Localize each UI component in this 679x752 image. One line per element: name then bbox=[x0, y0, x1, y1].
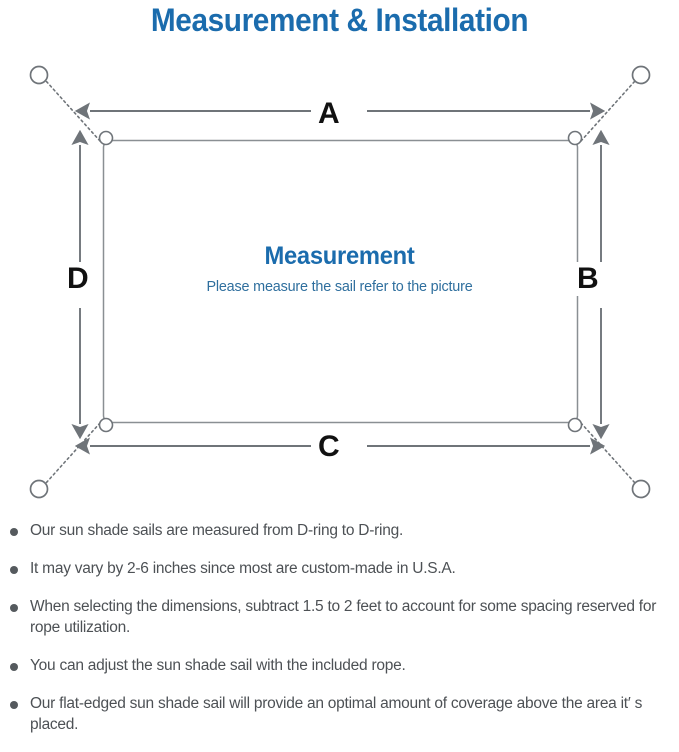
anchor-point-icon-bottom-right bbox=[631, 479, 651, 499]
bullet-icon bbox=[10, 604, 18, 612]
rope-bottom-right bbox=[580, 422, 636, 484]
d-ring-icon-bottom-left bbox=[98, 417, 114, 433]
bullet-icon bbox=[10, 566, 18, 574]
notes-list: Our sun shade sails are measured from D-… bbox=[0, 520, 679, 752]
dimension-label-a: A bbox=[311, 97, 347, 131]
rope-top-right bbox=[580, 80, 636, 142]
rope-top-left bbox=[45, 80, 101, 142]
diagram-svg bbox=[29, 65, 651, 499]
list-item: Our sun shade sails are measured from D-… bbox=[10, 520, 665, 541]
anchor-point-icon-top-left bbox=[29, 65, 49, 85]
d-ring-icon-top-right bbox=[567, 130, 583, 146]
dimension-label-b: B bbox=[570, 262, 606, 296]
dimension-arrows bbox=[71, 102, 610, 455]
d-ring-icon-top-left bbox=[98, 130, 114, 146]
measurement-diagram: Measurement Please measure the sail refe… bbox=[0, 46, 679, 516]
d-rings bbox=[98, 130, 583, 433]
note-text: When selecting the dimensions, subtract … bbox=[30, 598, 657, 636]
rope-lines bbox=[45, 80, 636, 484]
dimension-label-c: C bbox=[311, 430, 347, 464]
bullet-icon bbox=[10, 663, 18, 671]
note-text: You can adjust the sun shade sail with t… bbox=[30, 657, 406, 674]
bullet-icon bbox=[10, 701, 18, 709]
anchor-points bbox=[29, 65, 651, 499]
page-title: Measurement & Installation bbox=[150, 2, 529, 38]
sail-heading: Measurement bbox=[264, 242, 415, 270]
list-item: When selecting the dimensions, subtract … bbox=[10, 596, 665, 638]
list-item: You can adjust the sun shade sail with t… bbox=[10, 655, 665, 676]
note-text: Our sun shade sails are measured from D-… bbox=[30, 522, 404, 539]
note-text: It may vary by 2-6 inches since most are… bbox=[30, 560, 456, 577]
bullet-icon bbox=[10, 528, 18, 536]
anchor-point-icon-top-right bbox=[631, 65, 651, 85]
rope-bottom-left bbox=[45, 422, 101, 484]
dimension-label-d: D bbox=[60, 262, 96, 296]
note-text: Our flat-edged sun shade sail will provi… bbox=[30, 695, 643, 733]
sail-subheading: Please measure the sail refer to the pic… bbox=[206, 278, 473, 295]
list-item: It may vary by 2-6 inches since most are… bbox=[10, 558, 665, 579]
list-item: Our flat-edged sun shade sail will provi… bbox=[10, 693, 665, 735]
anchor-point-icon-bottom-left bbox=[29, 479, 49, 499]
d-ring-icon-bottom-right bbox=[567, 417, 583, 433]
